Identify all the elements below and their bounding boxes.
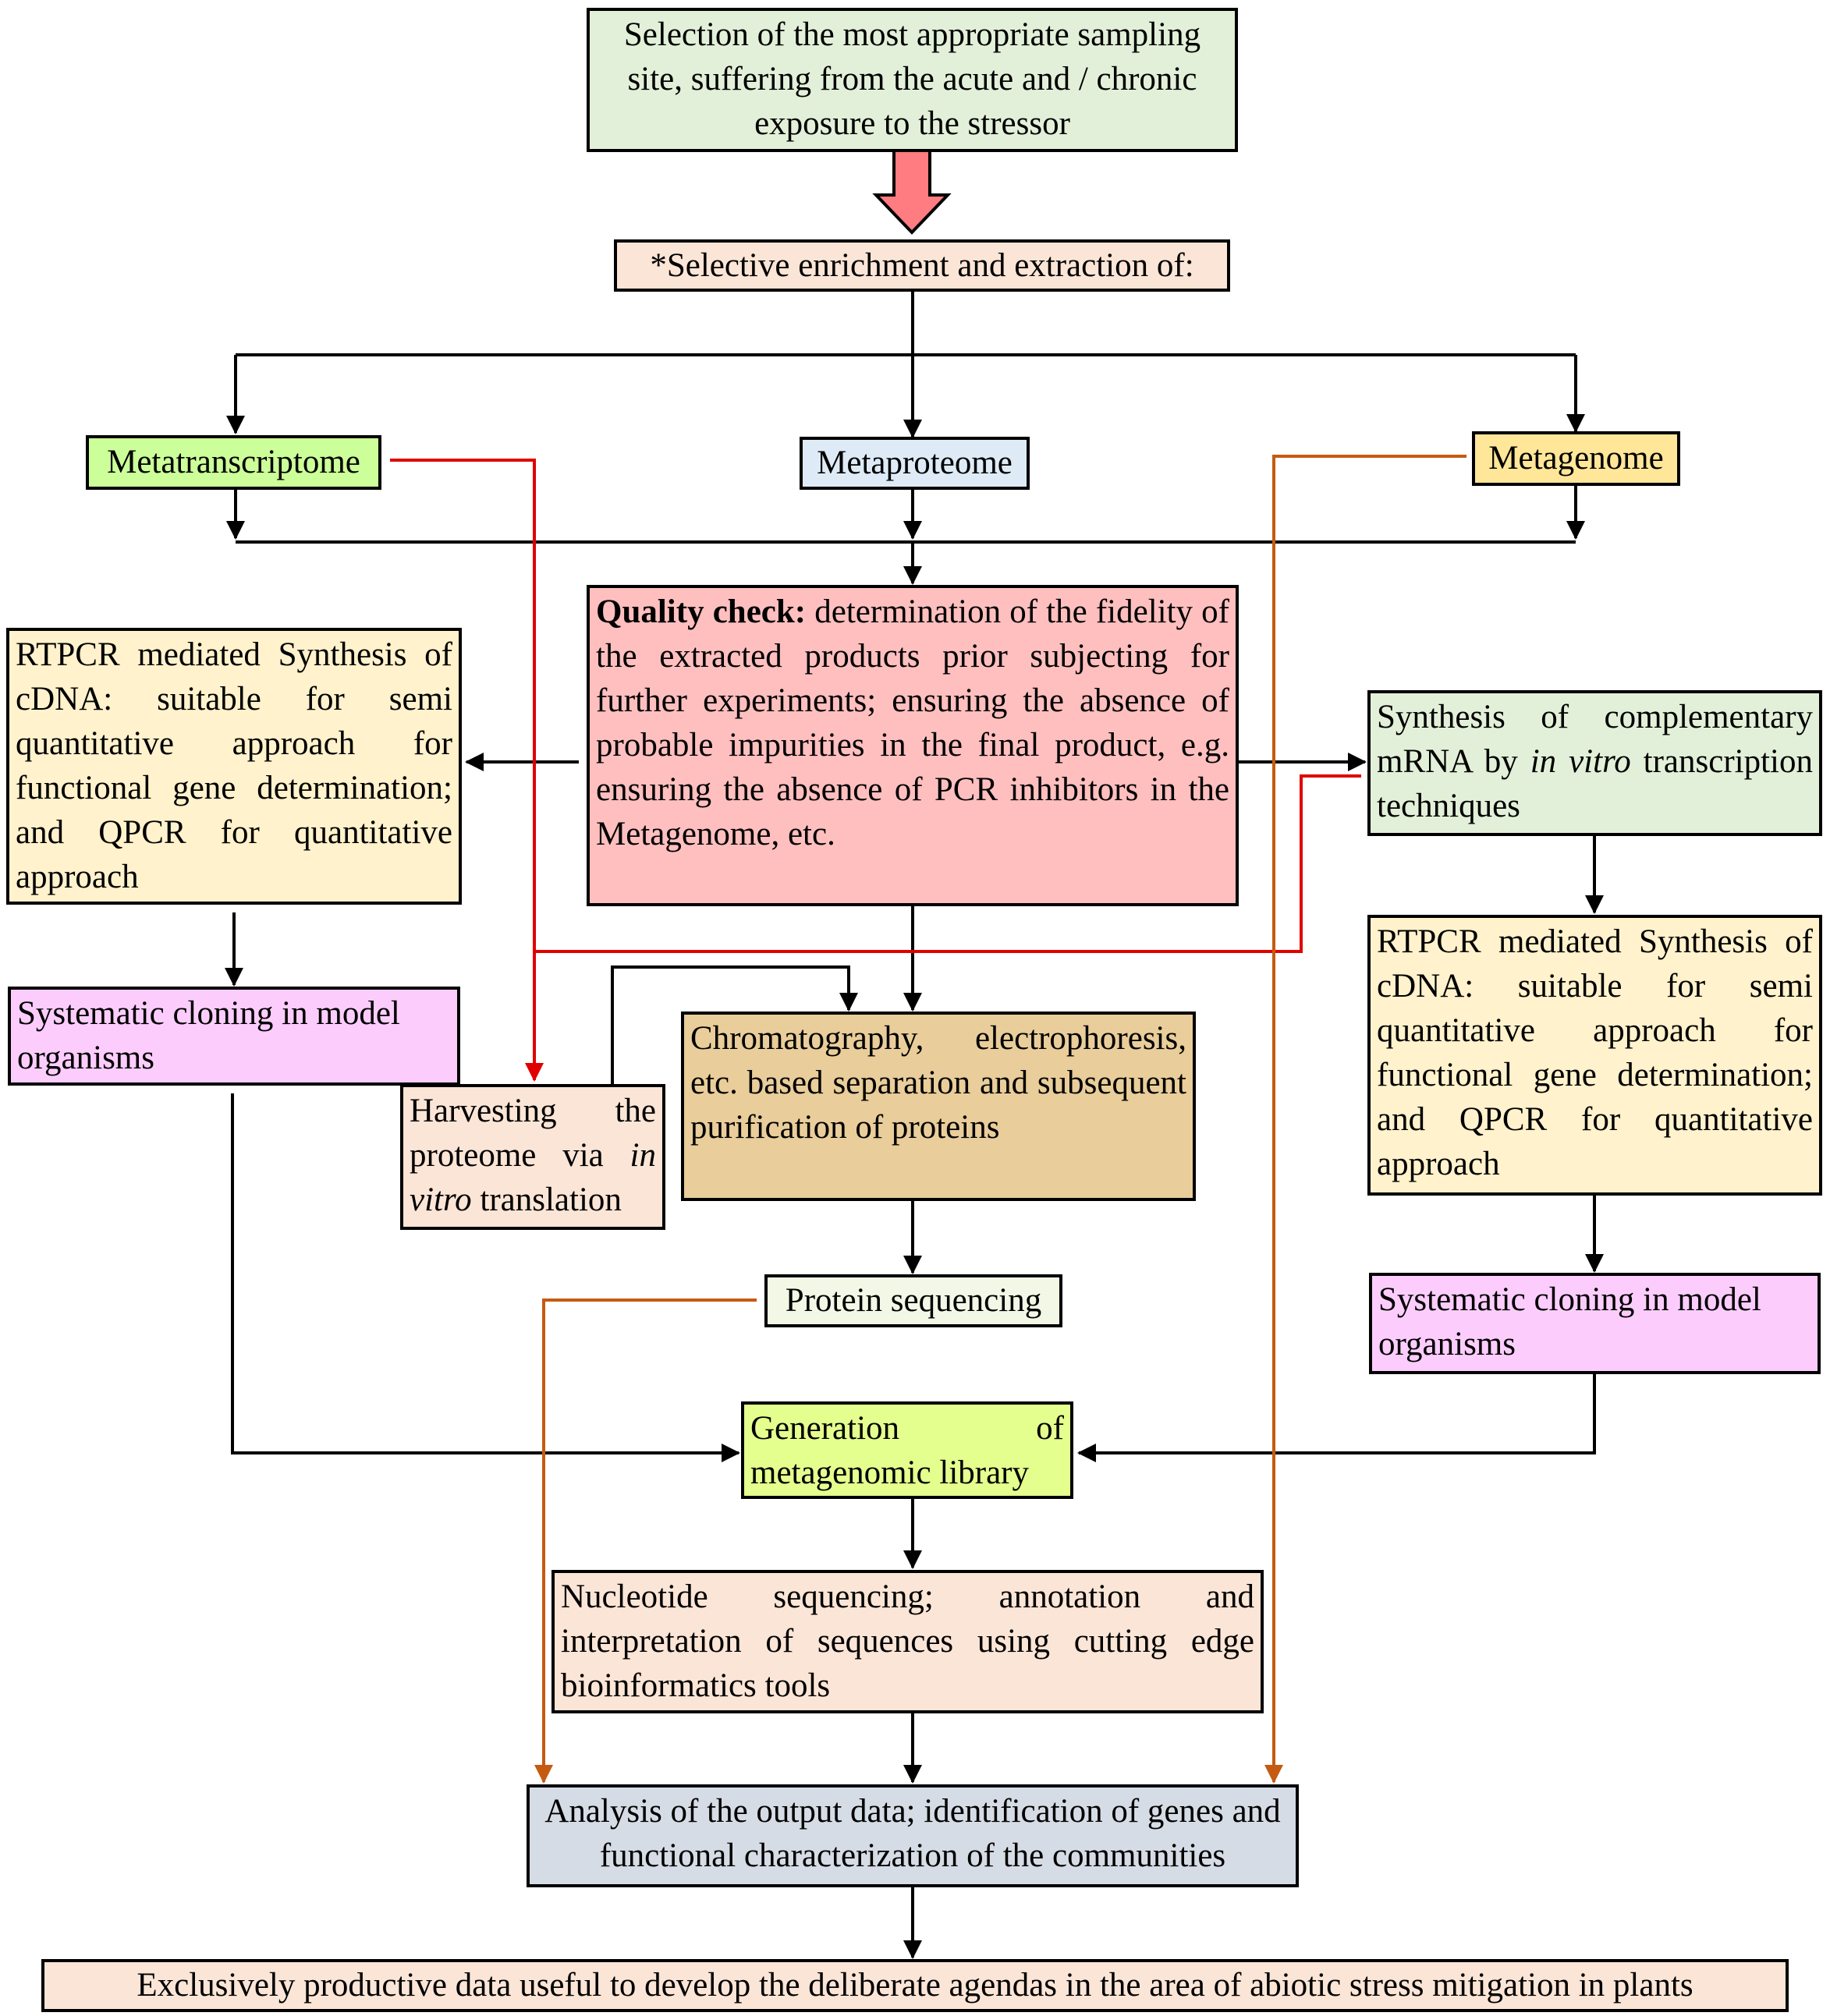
complementary-mrna-text-end: transcription techniques: [1377, 743, 1813, 824]
harvesting-text-italic: in vitro: [410, 1137, 656, 1218]
protein-sequencing-box: Protein sequencing: [764, 1274, 1062, 1327]
chromatography-text: Chromatography, electrophoresis, etc. ba…: [690, 1020, 1186, 1146]
quality-check-box: Quality check: determination of the fide…: [587, 585, 1239, 906]
sampling-site-box: Selection of the most appropriate sampli…: [587, 8, 1238, 152]
orange-connector-metagenome-to-analysis: [1264, 455, 1466, 1784]
analysis-box: Analysis of the output data; identificat…: [527, 1784, 1299, 1887]
final-output-text: Exclusively productive data useful to de…: [137, 1967, 1693, 2004]
complementary-mrna-box: Synthesis of complementary mRNA by in vi…: [1367, 690, 1822, 836]
rtpcr-left-box: RTPCR mediated Synthesis of cDNA: suitab…: [6, 628, 462, 905]
cloning-left-text: Systematic cloning in model organisms: [17, 995, 400, 1076]
connector-cloning-left-to-library: [231, 1093, 740, 1462]
connector-cloning-right-to-library: [1077, 1374, 1596, 1462]
cloning-right-text: Systematic cloning in model organisms: [1378, 1281, 1761, 1362]
library-text: Generation of metagenomic library: [750, 1410, 1064, 1491]
connector-harvesting-to-chromatography: [611, 965, 858, 1084]
nucleotide-text: Nucleotide sequencing; annotation and in…: [561, 1578, 1254, 1704]
library-box: Generation of metagenomic library: [741, 1401, 1073, 1499]
red-connector-metatranscriptome-to-harvesting: [390, 459, 544, 1082]
rtpcr-right-text: RTPCR mediated Synthesis of cDNA: suitab…: [1377, 923, 1813, 1182]
rtpcr-left-text: RTPCR mediated Synthesis of cDNA: suitab…: [16, 636, 452, 895]
harvesting-text-end: translation: [471, 1182, 622, 1218]
block-arrow-down: [872, 149, 952, 235]
analysis-text: Analysis of the output data; identificat…: [544, 1793, 1281, 1874]
protein-sequencing-text: Protein sequencing: [785, 1282, 1042, 1319]
harvesting-box: Harvesting the proteome via in vitro tra…: [400, 1084, 665, 1230]
harvesting-text-start: Harvesting the proteome via: [410, 1093, 656, 1174]
red-connector-mrna-to-harvesting: [534, 774, 1361, 953]
metaproteome-label: Metaproteome: [817, 445, 1013, 481]
metatranscriptome-label: Metatranscriptome: [107, 444, 360, 480]
metagenome-label: Metagenome: [1488, 440, 1664, 477]
cloning-right-box: Systematic cloning in model organisms: [1369, 1273, 1821, 1374]
metagenome-box: Metagenome: [1472, 431, 1680, 486]
enrichment-box: *Selective enrichment and extraction of:: [614, 239, 1230, 292]
quality-check-text: determination of the fidelity of the ext…: [596, 593, 1229, 852]
cloning-left-box: Systematic cloning in model organisms: [8, 987, 460, 1086]
nucleotide-box: Nucleotide sequencing; annotation and in…: [551, 1570, 1264, 1713]
chromatography-box: Chromatography, electrophoresis, etc. ba…: [681, 1012, 1196, 1201]
final-output-box: Exclusively productive data useful to de…: [41, 1959, 1789, 2012]
quality-check-heading: Quality check:: [596, 593, 807, 630]
enrichment-text: *Selective enrichment and extraction of:: [650, 247, 1194, 284]
sampling-site-text: Selection of the most appropriate sampli…: [623, 16, 1201, 142]
metaproteome-box: Metaproteome: [800, 437, 1030, 490]
complementary-mrna-text-start: Synthesis of complementary mRNA by: [1377, 699, 1813, 780]
complementary-mrna-text-italic: in vitro: [1530, 743, 1631, 780]
orange-connector-protein-sequencing-to-analysis: [534, 1299, 757, 1784]
rtpcr-right-box: RTPCR mediated Synthesis of cDNA: suitab…: [1367, 915, 1822, 1196]
metatranscriptome-box: Metatranscriptome: [86, 435, 381, 490]
